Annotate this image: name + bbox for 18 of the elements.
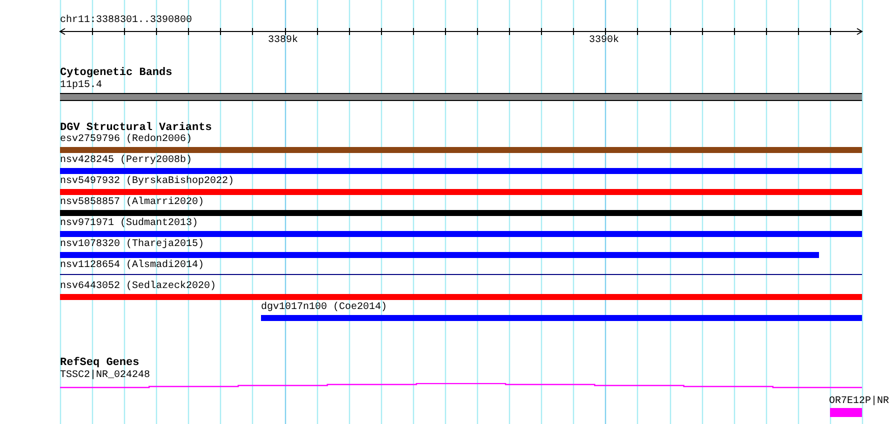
track-title: Cytogenetic Bands	[60, 67, 172, 79]
feature-label: TSSC2|NR_024248	[60, 370, 150, 382]
feature-label: nsv428245 (Perry2008b)	[60, 155, 192, 167]
coordinate-range-label: chr11:3388301..3390800	[60, 15, 192, 27]
track-title: DGV Structural Variants	[60, 122, 212, 134]
feature-label: nsv6443052 (Sedlazeck2020)	[60, 281, 216, 293]
tick-label: 3390k	[589, 35, 620, 47]
feature-label: nsv1128654 (Alsmadi2014)	[60, 260, 204, 272]
feature-label: esv2759796 (Redon2006)	[60, 134, 192, 146]
feature-label: nsv971971 (Sudmant2013)	[60, 218, 198, 230]
feature-label: OR7E12P|NR	[829, 396, 890, 408]
feature-label: nsv5858857 (Almarri2020)	[60, 197, 204, 209]
feature-label: dgv1017n100 (Coe2014)	[261, 302, 388, 314]
feature-label: 11p15.4	[60, 80, 102, 92]
feature-label: nsv5497932 (ByrskaBishop2022)	[60, 176, 234, 188]
tick-label: 3389k	[268, 35, 298, 47]
track-title: RefSeq Genes	[60, 357, 140, 369]
feature-label: nsv1078320 (Thareja2015)	[60, 239, 204, 251]
